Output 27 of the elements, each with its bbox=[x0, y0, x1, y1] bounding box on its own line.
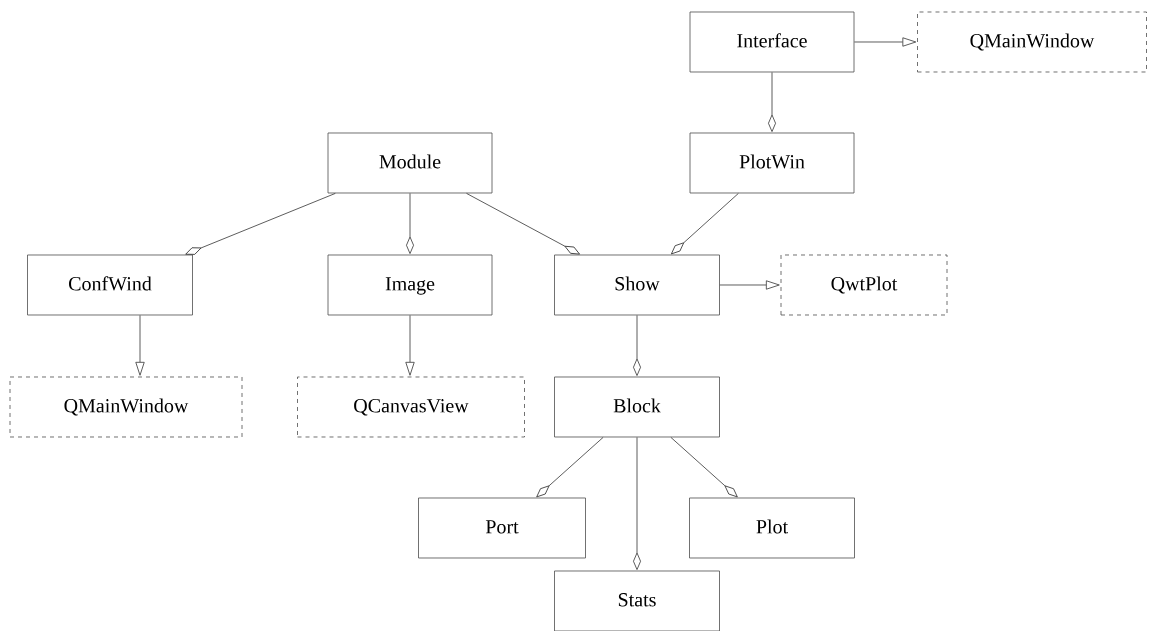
class-box: QCanvasView bbox=[297, 376, 525, 438]
aggregation-line bbox=[671, 193, 739, 255]
aggregation-line bbox=[768, 72, 776, 132]
aggregation-line bbox=[406, 193, 414, 254]
aggregation-line bbox=[633, 437, 641, 570]
class-box: Plot bbox=[689, 497, 855, 559]
inheritance-arrow bbox=[135, 315, 145, 376]
class-box: Show bbox=[554, 254, 720, 316]
class-box: Image bbox=[327, 254, 493, 316]
class-box: Block bbox=[554, 376, 720, 438]
class-box: Port bbox=[418, 497, 586, 559]
aggregation-line bbox=[536, 437, 604, 498]
inheritance-arrow bbox=[719, 280, 780, 290]
aggregation-line bbox=[185, 193, 336, 255]
class-box: ConfWind bbox=[27, 254, 193, 316]
class-box: QMainWindow bbox=[9, 376, 243, 438]
inheritance-arrow bbox=[405, 315, 415, 376]
aggregation-line bbox=[670, 437, 738, 498]
aggregation-line bbox=[633, 315, 641, 376]
aggregation-line bbox=[466, 193, 580, 255]
class-box: PlotWin bbox=[689, 132, 855, 194]
class-box: Module bbox=[327, 132, 493, 194]
class-box: Interface bbox=[689, 11, 855, 73]
class-box: QwtPlot bbox=[780, 254, 948, 316]
class-box: QMainWindow bbox=[917, 11, 1147, 73]
class-box: Stats bbox=[554, 570, 720, 631]
inheritance-arrow bbox=[854, 37, 917, 47]
